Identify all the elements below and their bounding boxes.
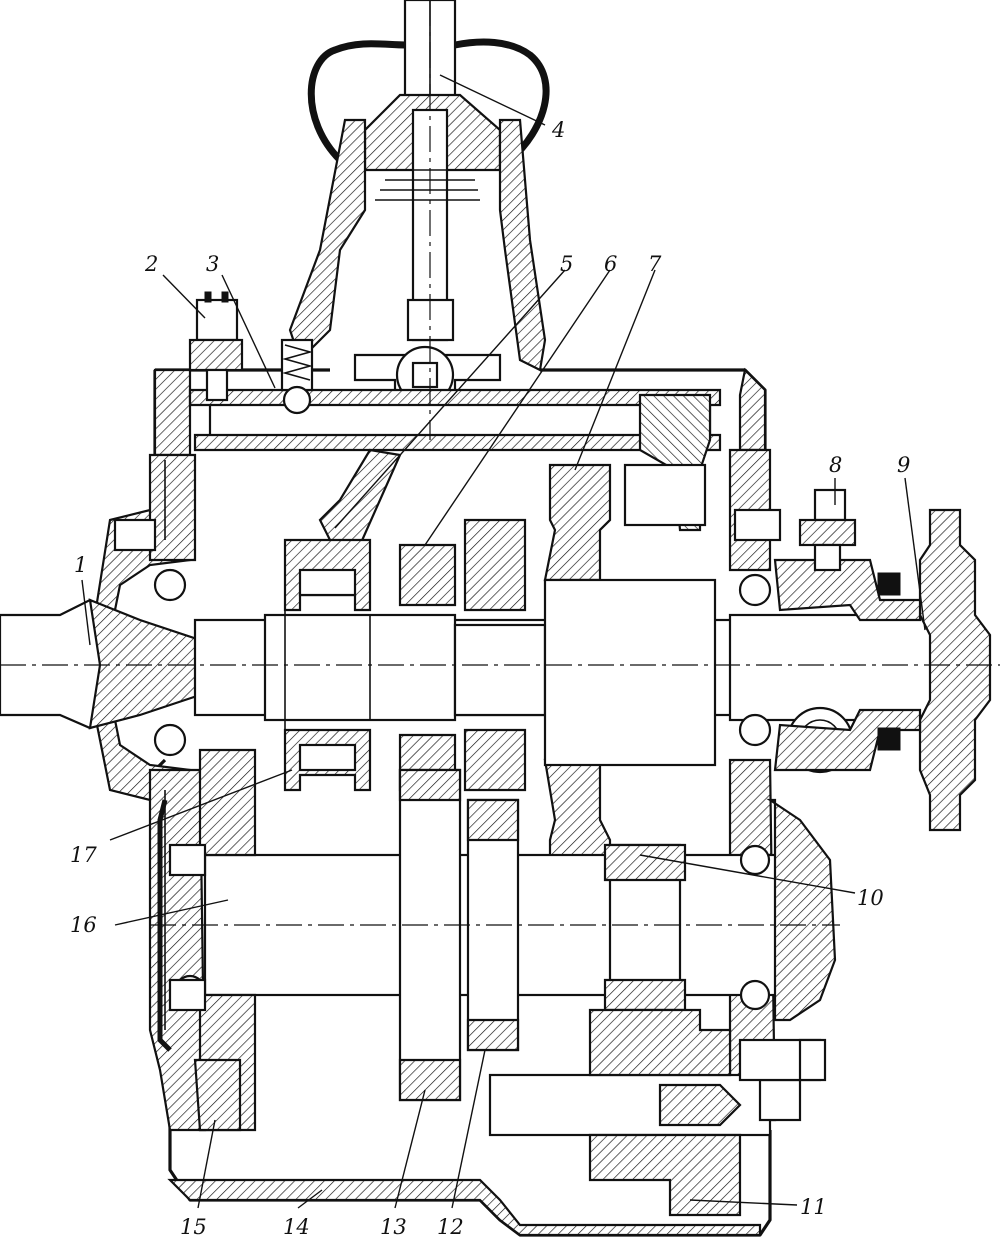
- leader-3: [221, 274, 276, 389]
- rear-countershaft-cover: [766, 798, 837, 1022]
- callout-5: 5: [560, 252, 573, 276]
- front-bearing-ball-bottom: [153, 723, 187, 757]
- output-shaft-9: [728, 613, 942, 722]
- leader-5: [334, 269, 566, 529]
- sliding-gear-6: [398, 543, 457, 792]
- countershaft-bearing-rear-top: [739, 844, 771, 876]
- leader-2: [162, 274, 206, 319]
- callout-15: 15: [180, 1215, 207, 1239]
- callout-9: 9: [897, 453, 910, 477]
- leader-15: [197, 1119, 216, 1209]
- leader-11: [689, 1199, 798, 1206]
- reverse-idler-gear-top: [588, 1008, 732, 1077]
- callout-8: 8: [829, 453, 842, 477]
- shift-lever-housing: [288, 0, 550, 442]
- callout-4: 4: [551, 118, 565, 142]
- callout-1: 1: [74, 553, 87, 577]
- leader-14: [297, 1189, 323, 1209]
- leader-6: [424, 269, 611, 546]
- callout-12: 12: [437, 1215, 464, 1239]
- leader-17: [109, 769, 293, 841]
- leader-16: [114, 899, 229, 926]
- detent-ball-spring: [280, 338, 314, 415]
- front-shield-plate: [157, 799, 172, 1052]
- callout-labels: 1 2 3 4 5 6 7 8 9 10 11 12 13 14 15 16 1…: [70, 118, 910, 1239]
- callout-3: 3: [206, 252, 219, 276]
- shift-fork-5: [318, 448, 402, 547]
- callout-6: 6: [604, 252, 617, 276]
- leader-1: [81, 579, 91, 646]
- callout-leaders: [81, 74, 926, 1209]
- callout-10: 10: [857, 886, 884, 910]
- leader-13: [394, 1089, 426, 1209]
- rear-flange: [918, 508, 992, 832]
- leader-4: [439, 74, 546, 126]
- reverse-idler-gear-bottom: [588, 1133, 742, 1217]
- callout-13: 13: [380, 1215, 407, 1239]
- reverse-idler-assembly: [488, 1008, 827, 1217]
- leader-12: [451, 1049, 486, 1209]
- leader-10: [639, 854, 856, 894]
- countershaft-bearing-rear-bottom: [739, 979, 771, 1011]
- callout-14: 14: [283, 1215, 310, 1239]
- callout-17: 17: [70, 843, 97, 867]
- callout-7: 7: [648, 252, 662, 276]
- rear-bearing-ball-bottom: [738, 713, 772, 747]
- front-bearing-ball-top: [153, 568, 187, 602]
- rear-seal-housing: [773, 558, 922, 622]
- speedometer-sensor: [798, 488, 857, 572]
- front-wall: [148, 453, 197, 562]
- oil-seal-bottom: [877, 727, 901, 751]
- leader-7: [574, 269, 656, 471]
- return-spring: [375, 169, 480, 201]
- selector-rod-assembly: [188, 388, 722, 547]
- callout-11: 11: [800, 1195, 827, 1219]
- rear-bearing-ball-top: [738, 573, 772, 607]
- gear-7-hub: [543, 578, 717, 767]
- oil-seal-top: [877, 572, 901, 596]
- countershaft-gear-13: [398, 768, 462, 1102]
- leader-9: [904, 477, 926, 631]
- countershaft-assembly: [174, 748, 837, 1132]
- lever-housing-neck: [288, 118, 367, 363]
- casing-bolts: [113, 508, 782, 1012]
- gear-6-hub: [463, 518, 527, 792]
- reverse-light-switch: [188, 291, 244, 402]
- callout-16: 16: [70, 913, 97, 937]
- callout-2: 2: [144, 252, 158, 276]
- gear-7: [543, 463, 612, 582]
- rubber-boot: [307, 38, 550, 163]
